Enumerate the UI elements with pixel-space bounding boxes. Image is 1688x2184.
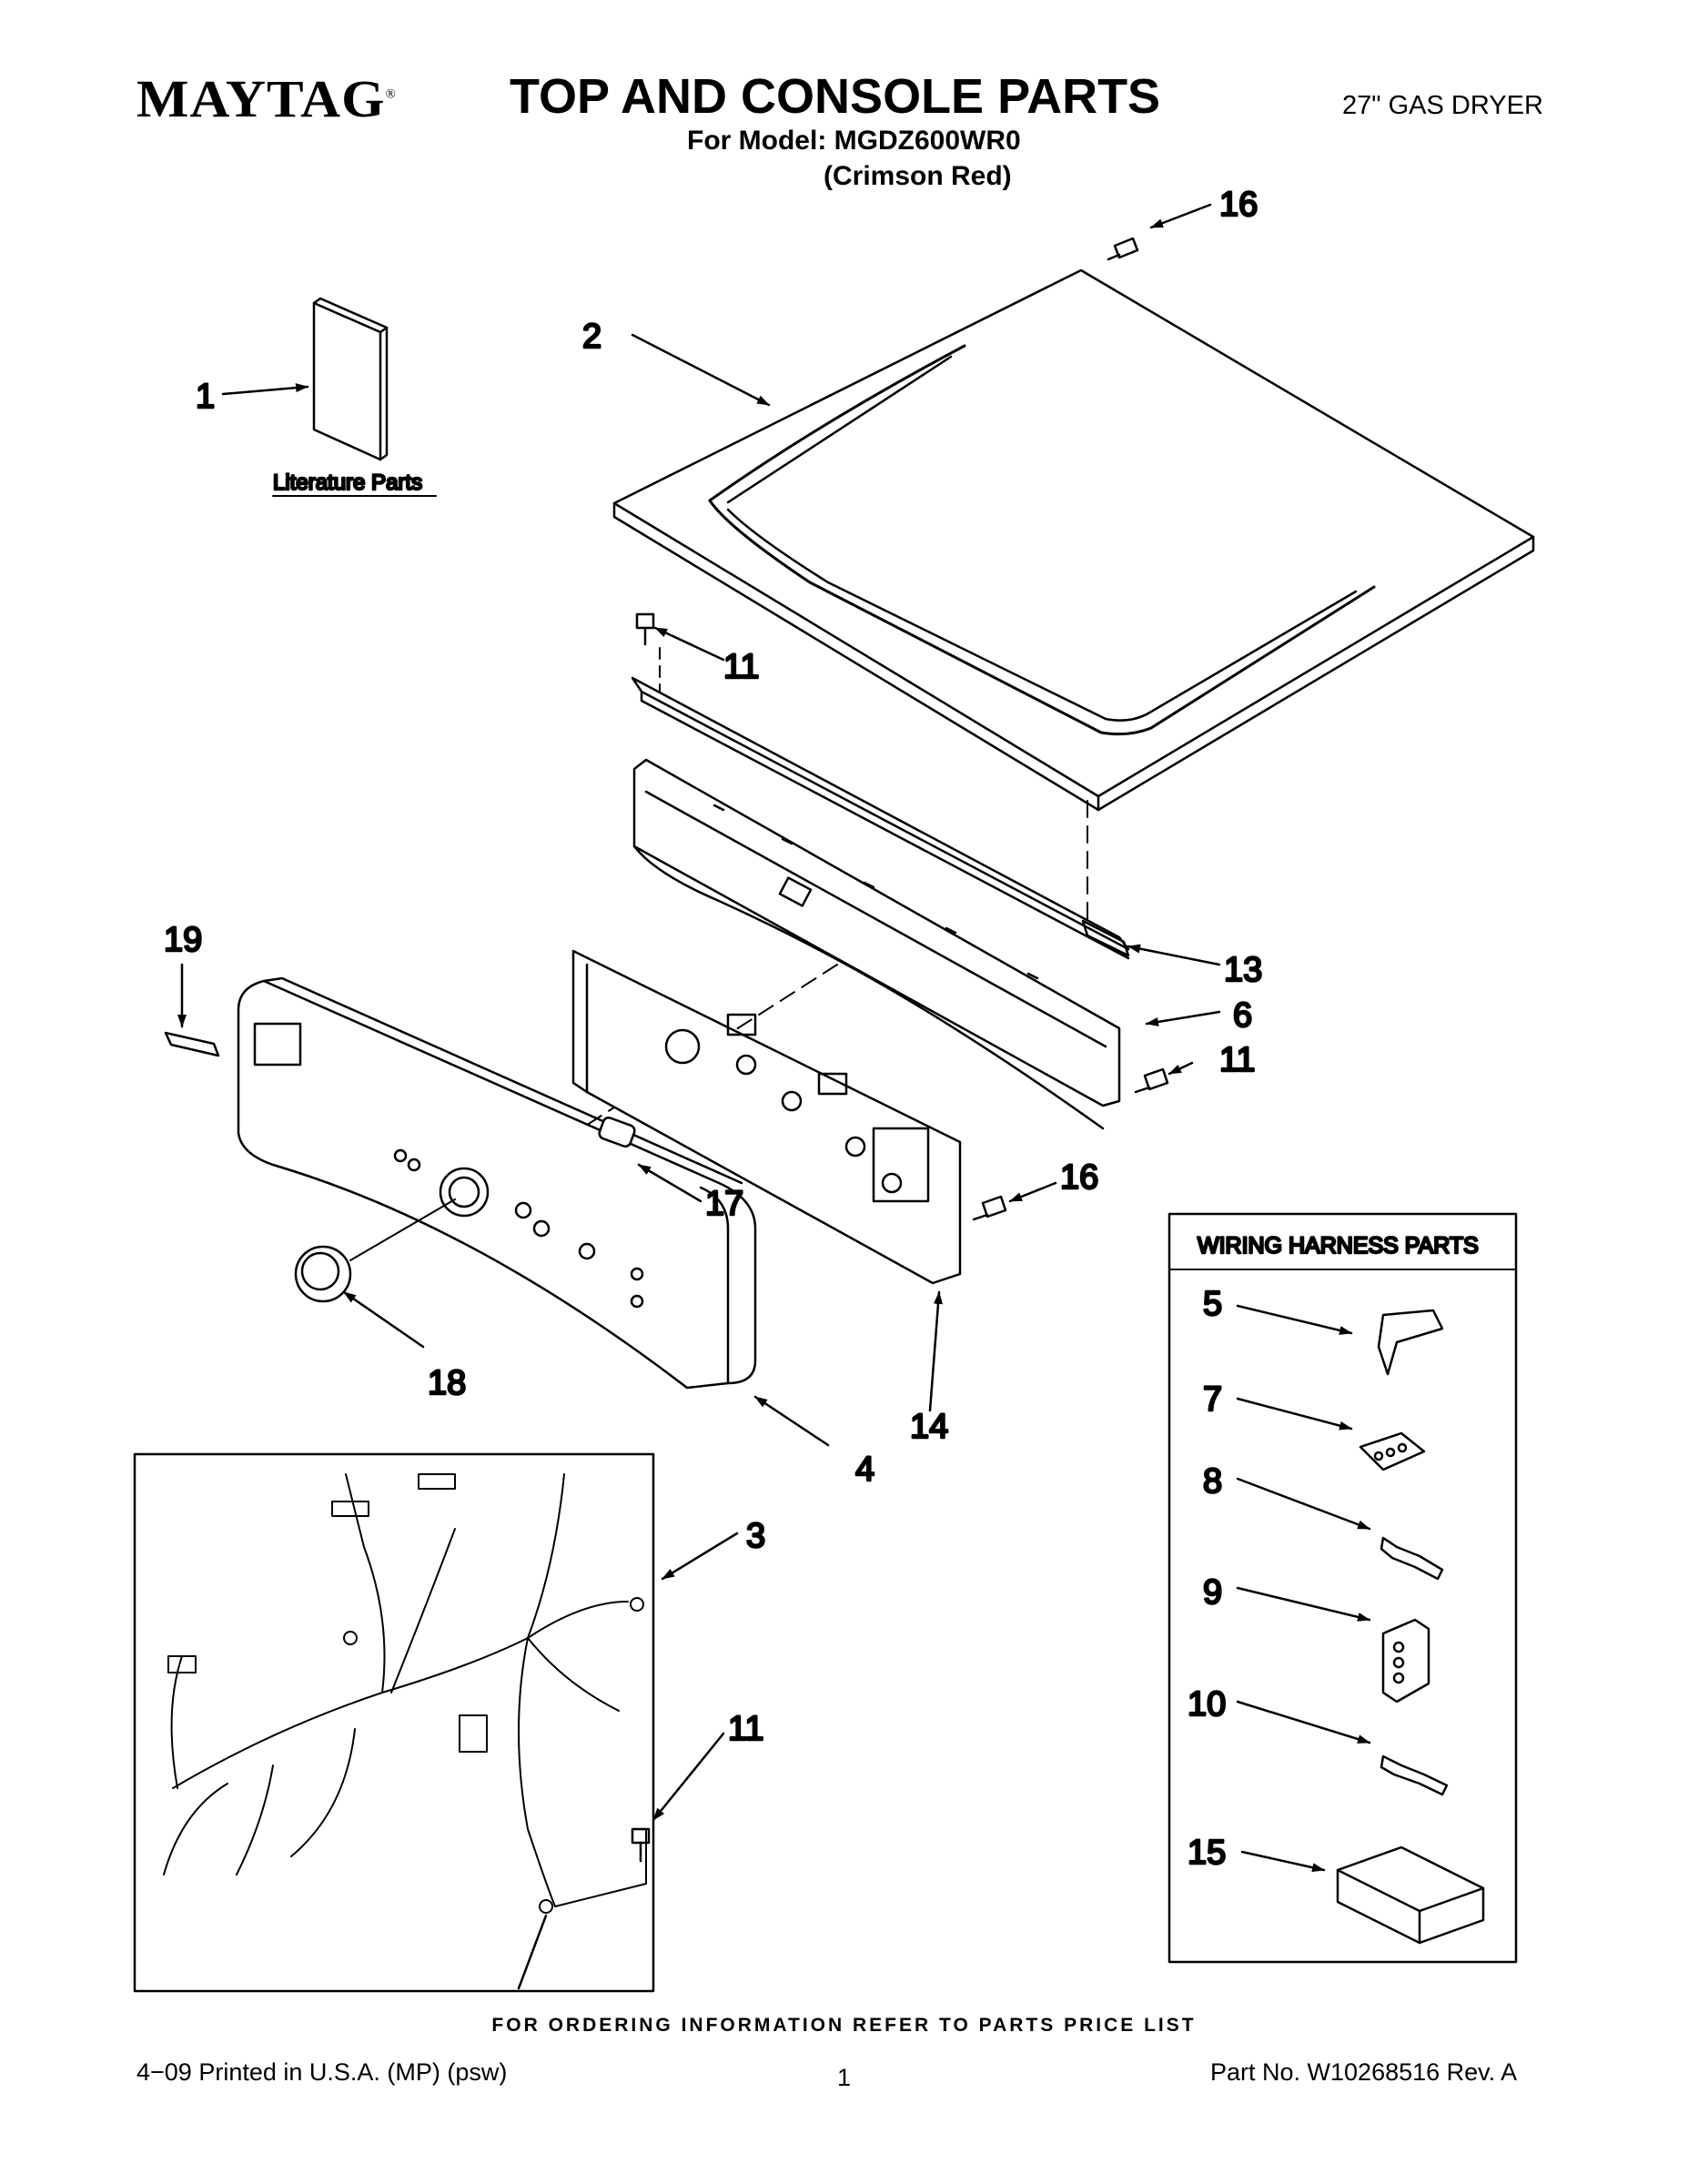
- screw-icon: [972, 1195, 1007, 1221]
- callout-14: 14: [910, 1408, 948, 1446]
- color-line: (Crimson Red): [824, 161, 1012, 191]
- literature-icon: [312, 297, 389, 461]
- badge-19: [164, 1031, 220, 1057]
- callout-2: 2: [582, 318, 601, 356]
- callout-17: 17: [705, 1185, 743, 1223]
- callout-5: 5: [1203, 1285, 1222, 1323]
- knob-18: [294, 1245, 352, 1303]
- callout-16b: 16: [1060, 1158, 1098, 1197]
- connector-icon: [1336, 1845, 1485, 1945]
- callout-13: 13: [1224, 951, 1262, 989]
- console-panel-4: [237, 976, 757, 1390]
- wire-harness-3: [163, 1473, 647, 1914]
- callout-18: 18: [428, 1364, 466, 1402]
- callout-7: 7: [1203, 1380, 1222, 1419]
- callout-1: 1: [196, 378, 215, 416]
- callout-8: 8: [1203, 1462, 1222, 1501]
- connector-icon: [1377, 1309, 1444, 1376]
- part-number: Part No. W10268516 Rev. A: [1210, 2058, 1518, 2086]
- lens-17: [598, 1117, 636, 1148]
- console-support-6: [632, 758, 1121, 1130]
- wiring-harness-parts-label: WIRING HARNESS PARTS: [1198, 1233, 1479, 1259]
- callout-15: 15: [1188, 1834, 1226, 1872]
- callout-6: 6: [1233, 996, 1252, 1035]
- callout-11a: 11: [723, 648, 759, 686]
- callout-11b: 11: [1219, 1041, 1255, 1079]
- dryer-top-panel: [612, 268, 1535, 812]
- callout-3: 3: [746, 1517, 765, 1555]
- screw-icon: [1134, 1067, 1169, 1094]
- brand-logo: MAYTAG®: [136, 69, 397, 128]
- screw-icon: [635, 612, 655, 646]
- callout-4: 4: [855, 1451, 874, 1489]
- screw-icon: [631, 1827, 651, 1863]
- callout-16a: 16: [1219, 186, 1258, 224]
- ordering-note: FOR ORDERING INFORMATION REFER TO PARTS …: [491, 2015, 1197, 2036]
- page-number: 1: [837, 2064, 852, 2091]
- model-line: For Model: MGDZ600WR0: [687, 126, 1021, 156]
- connector-icon: [1381, 1618, 1430, 1704]
- terminal-icon: [1380, 1754, 1449, 1796]
- wiring-harness-parts-box: [1167, 1212, 1518, 1964]
- print-info: 4−09 Printed in U.S.A. (MP) (psw): [136, 2058, 508, 2086]
- harness-box: [133, 1452, 655, 1993]
- connector-icon: [1359, 1431, 1426, 1471]
- callout-19: 19: [164, 921, 202, 959]
- product-type: 27" GAS DRYER: [1342, 91, 1543, 120]
- callout-9: 9: [1203, 1573, 1222, 1612]
- literature-parts-label: Literature Parts: [273, 470, 422, 495]
- page-title: TOP AND CONSOLE PARTS: [510, 69, 1161, 124]
- terminal-icon: [1380, 1536, 1444, 1581]
- callout-11c: 11: [728, 1710, 763, 1748]
- control-board-14: [571, 949, 962, 1285]
- callout-10: 10: [1188, 1685, 1226, 1724]
- screw-icon: [1107, 237, 1139, 261]
